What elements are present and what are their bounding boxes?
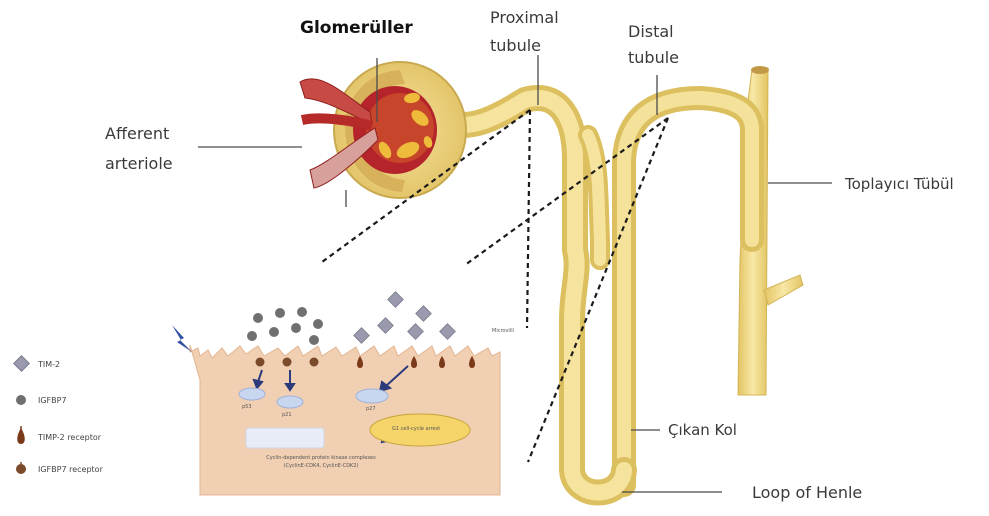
timp2-receptor-icon: [17, 428, 25, 444]
inset-label-arrest: G1 cell-cycle arrest: [392, 426, 440, 432]
tim2-molecules: [354, 292, 456, 344]
label-collecting-tubule: Toplayıcı Tübül: [845, 175, 954, 194]
label-ascending-limb: Çıkan Kol: [668, 421, 737, 440]
legend-label-tim2: TIM-2: [38, 360, 60, 369]
legend-label-igfbp7: IGFBP7: [38, 396, 67, 405]
label-afferent-1: Afferent: [105, 124, 169, 144]
inset-label-p21: p21: [282, 412, 292, 418]
inset-label-p53: p53: [242, 404, 252, 410]
inset-label-p27: p27: [366, 406, 376, 412]
glomerulus: [300, 62, 466, 198]
label-proximal-2: tubule: [490, 36, 541, 56]
inset-side-label: Microvilli: [492, 328, 514, 334]
label-distal-2: tubule: [628, 48, 679, 68]
label-distal-1: Distal: [628, 22, 674, 42]
inset-complex-line2: (CyclinE-CDK4, CyclinE-CDK2): [226, 463, 416, 469]
legend-label-igfbp7-receptor: IGFBP7 receptor: [38, 465, 103, 474]
igfbp7-molecules: [247, 307, 323, 345]
diamond-icon: [14, 356, 30, 372]
label-glomeruli: Glomerüller: [300, 18, 413, 39]
igfbp7-receptor-icon: [16, 464, 26, 474]
circle-icon: [16, 395, 26, 405]
label-loop-of-henle: Loop of Henle: [752, 483, 862, 503]
inset-complex-line1: Cyclin-dependent protein kinase complexe…: [226, 455, 416, 461]
legend-label-timp2-receptor: TIMP-2 receptor: [38, 433, 101, 442]
label-afferent-2: arteriole: [105, 154, 173, 174]
label-proximal-1: Proximal: [490, 8, 559, 28]
